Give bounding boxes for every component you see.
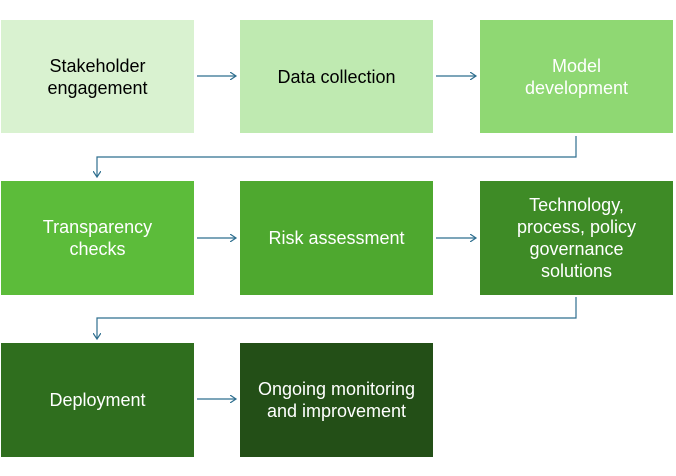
step-governance-solutions: Technology, process, policy governance s… <box>480 181 673 295</box>
step-model-development: Model development <box>480 20 673 133</box>
arrow-model-to-transparency <box>97 136 577 177</box>
step-ongoing-monitoring: Ongoing monitoring and improvement <box>240 343 433 457</box>
step-stakeholder-engagement: Stakeholder engagement <box>1 20 194 133</box>
step-data-collection: Data collection <box>240 20 433 133</box>
step-risk-assessment: Risk assessment <box>240 181 433 295</box>
arrow-solutions-to-deployment <box>97 297 577 339</box>
step-transparency-checks: Transparency checks <box>1 181 194 295</box>
step-deployment: Deployment <box>1 343 194 457</box>
